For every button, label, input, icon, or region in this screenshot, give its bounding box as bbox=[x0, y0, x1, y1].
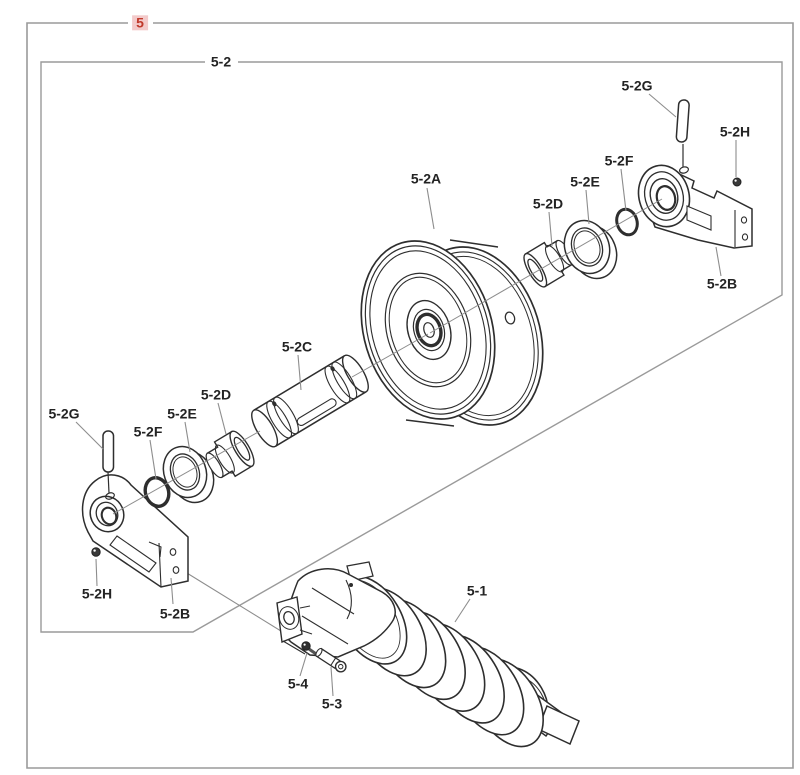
callout-bracket-left: 5-2B bbox=[157, 605, 193, 622]
callout-bolt-right: 5-2H bbox=[717, 123, 753, 140]
spring-yoke bbox=[276, 561, 396, 658]
callout-bracket-right: 5-2B bbox=[704, 275, 740, 292]
callout-pin-right: 5-2G bbox=[619, 77, 655, 94]
callout-figure: 5 bbox=[132, 14, 148, 31]
callout-seal-left: 5-2E bbox=[165, 405, 199, 422]
callout-pin-left: 5-2G bbox=[46, 405, 82, 422]
subassembly-border-box bbox=[40, 61, 783, 633]
callout-bushing-right: 5-2D bbox=[530, 195, 566, 212]
bolt-left-drawing bbox=[91, 547, 101, 557]
oring-right-drawing bbox=[615, 207, 639, 237]
callout-seal-right: 5-2E bbox=[568, 173, 602, 190]
callout-plug-54: 5-4 bbox=[285, 675, 311, 692]
callout-spring-assembly: 5-1 bbox=[464, 582, 490, 599]
bolt-right-drawing bbox=[732, 177, 742, 187]
callout-bolt-53: 5-3 bbox=[319, 695, 345, 712]
pin-left-drawing bbox=[102, 430, 115, 494]
idler-shaft-drawing bbox=[251, 354, 369, 448]
callout-leader-lines bbox=[75, 93, 737, 697]
recoil-spring-drawing bbox=[276, 561, 580, 748]
seal-right-drawing bbox=[563, 219, 618, 280]
idler-bracket-right-drawing bbox=[637, 164, 753, 249]
assembly-axis-lines bbox=[112, 198, 663, 515]
callout-oring-left: 5-2F bbox=[131, 423, 165, 440]
idler-bracket-left-drawing bbox=[81, 474, 189, 588]
callout-subassembly: 5-2 bbox=[208, 53, 234, 70]
bolt-53-drawing bbox=[315, 647, 347, 673]
callout-oring-right: 5-2F bbox=[602, 152, 636, 169]
callout-bushing-left: 5-2D bbox=[198, 386, 234, 403]
callout-bolt-left: 5-2H bbox=[79, 585, 115, 602]
figure-border-box bbox=[26, 22, 794, 769]
callout-idler-wheel: 5-2A bbox=[408, 170, 444, 187]
pin-right-drawing bbox=[675, 99, 690, 167]
idler-wheel-drawing bbox=[360, 239, 544, 427]
callout-shaft: 5-2C bbox=[279, 338, 315, 355]
